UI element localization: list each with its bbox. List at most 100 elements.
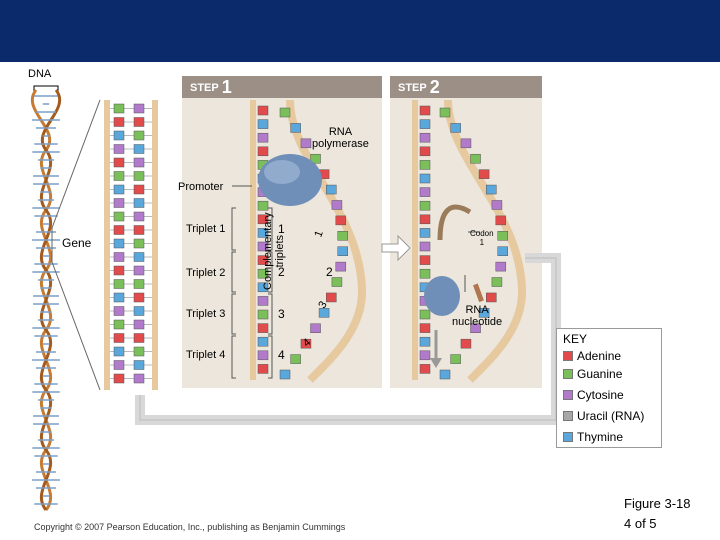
base-tile [113, 292, 125, 303]
template-base [419, 336, 431, 347]
template-base [419, 350, 431, 361]
base-tile [133, 225, 145, 235]
figure-number: Figure 3-18 [624, 496, 691, 511]
nontemplate-base [290, 123, 301, 133]
base-tile [133, 184, 145, 195]
base-tile [113, 360, 125, 370]
nontemplate-base [460, 138, 472, 149]
template-base [419, 309, 431, 320]
triplet-number-4: 4 [278, 348, 285, 362]
nontemplate-base [300, 338, 312, 349]
template-base [419, 323, 431, 333]
complementary-triplets-label: Complementary triplets [262, 212, 286, 290]
nontemplate-base [279, 369, 291, 380]
base-tile [133, 333, 145, 343]
template-base [419, 187, 431, 197]
base-tile [113, 265, 125, 276]
base-tile [133, 103, 145, 114]
template-base [257, 336, 269, 347]
step2-number: 2 [429, 77, 440, 97]
key-item-label: Cytosine [577, 388, 624, 402]
key-item-guanine: Guanine [563, 367, 622, 381]
template-base [419, 241, 431, 252]
template-base [419, 173, 431, 184]
base-tile [133, 292, 145, 303]
key-item-label: Guanine [577, 367, 623, 381]
nontemplate-base [497, 246, 509, 256]
guanine-swatch-icon [563, 369, 573, 379]
base-tile [133, 198, 145, 208]
base-tile [113, 157, 125, 168]
template-base [257, 214, 269, 225]
nontemplate-base [495, 261, 507, 272]
triplet-3-label: Triplet 3 [186, 308, 226, 320]
base-tile [113, 171, 125, 181]
template-base [257, 323, 269, 333]
nontemplate-base [310, 323, 321, 334]
nontemplate-base [331, 200, 343, 210]
triplet-number-2: 2 [278, 265, 285, 279]
base-tile [113, 117, 125, 127]
template-base [419, 364, 431, 374]
nontemplate-base [470, 323, 481, 334]
base-tile [133, 238, 145, 249]
nontemplate-base [326, 184, 337, 195]
base-tile [133, 279, 145, 289]
base-tile [113, 333, 125, 343]
template-base [419, 146, 431, 157]
key-item-uracil: Uracil (RNA) [563, 409, 644, 423]
template-base [419, 228, 431, 238]
base-tile [133, 157, 145, 168]
nontemplate-base [486, 184, 497, 195]
template-base [419, 119, 431, 129]
rna-polymerase-label: RNA polymerase [312, 126, 369, 150]
base-tile [133, 117, 145, 127]
key-title: KEY [563, 332, 588, 346]
key-item-adenine: Adenine [563, 349, 621, 363]
triplet-1-label: Triplet 1 [186, 223, 226, 235]
template-base [257, 119, 269, 129]
nontemplate-base [491, 200, 503, 210]
triplet-2-label: Triplet 2 [186, 267, 226, 279]
base-tile [133, 346, 145, 357]
base-tile [133, 306, 145, 316]
gene-label: Gene [62, 236, 92, 250]
base-tile [133, 252, 145, 262]
template-base [257, 268, 269, 279]
template-base [257, 105, 269, 116]
base-tile [133, 265, 145, 276]
template-base [419, 255, 431, 265]
uracil-swatch-icon [563, 411, 573, 421]
base-tile [113, 103, 125, 114]
nontemplate-base [337, 231, 349, 241]
base-tile [113, 144, 125, 154]
template-base [419, 105, 431, 116]
nontemplate-base [478, 169, 490, 179]
rna-nucleotide-label: RNA nucleotide [452, 304, 503, 328]
base-tile [113, 373, 125, 384]
step1-label: STEP [190, 82, 219, 94]
base-tile [113, 184, 125, 195]
base-tile [113, 130, 125, 141]
adenine-swatch-icon [563, 351, 573, 361]
key-box: KEY Adenine Guanine Cytosine Uracil (RNA… [556, 328, 662, 448]
template-base [257, 241, 269, 252]
key-item-label: Thymine [577, 430, 624, 444]
dna-label: DNA [28, 68, 52, 80]
promoter-label: Promoter [178, 181, 224, 193]
key-item-label: Adenine [577, 349, 622, 363]
nontemplate-base [326, 292, 337, 303]
base-tile [113, 198, 125, 208]
base-tile [133, 373, 145, 384]
nontemplate-base [279, 107, 291, 118]
base-tile [113, 306, 125, 316]
nontemplate-base [495, 215, 507, 226]
base-tile [113, 279, 125, 289]
template-base [419, 268, 431, 279]
template-base [257, 228, 269, 238]
key-item-cytosine: Cytosine [563, 388, 624, 402]
nontemplate-base [450, 354, 461, 364]
cytosine-swatch-icon [563, 390, 573, 400]
complementary-number-2: 2 [326, 265, 333, 279]
